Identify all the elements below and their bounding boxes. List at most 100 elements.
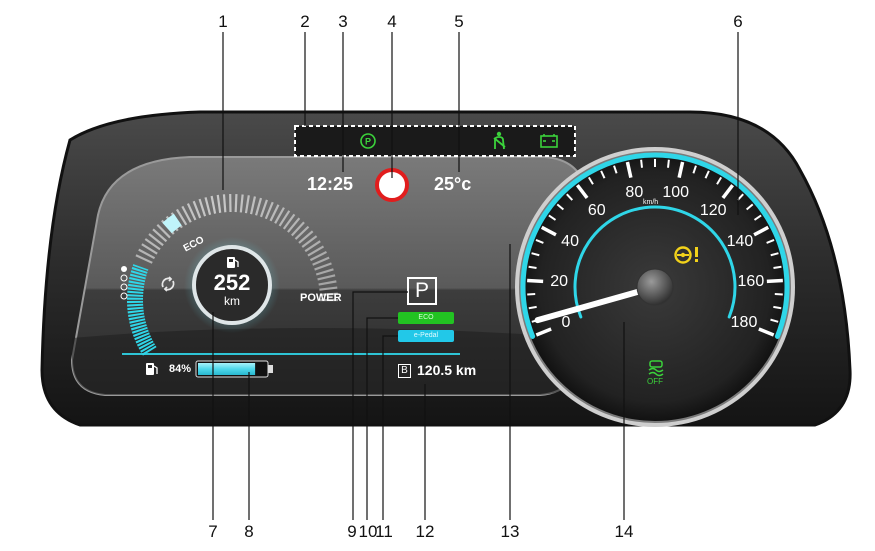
power-arc-segment — [278, 210, 291, 227]
steering-warning-icon — [674, 246, 698, 264]
speed-tick-mark — [766, 278, 783, 284]
gear-indicator: P — [414, 279, 429, 302]
speed-tick-mark — [753, 225, 770, 237]
power-arc-segment — [294, 225, 310, 240]
battery-percent: 84% — [169, 363, 192, 375]
power-arc-segment — [319, 286, 338, 291]
callout-number-9: 9 — [347, 522, 357, 541]
power-arc-segment — [264, 201, 274, 220]
power-arc-segment — [175, 208, 188, 226]
speed-tick-mark — [736, 193, 744, 201]
power-arc-segment — [314, 262, 332, 271]
callout-number-5: 5 — [454, 12, 464, 31]
power-arc-segment — [135, 254, 153, 264]
power-arc-segment — [198, 198, 207, 217]
callout-number-2: 2 — [300, 12, 310, 31]
speed-tick-mark — [540, 225, 557, 237]
callout-number-1: 1 — [218, 12, 228, 31]
power-arc-segment — [249, 196, 257, 215]
speed-label-140: 140 — [726, 233, 754, 251]
regen-arc — [127, 264, 157, 356]
power-arc-segment — [144, 238, 161, 251]
power-arc-segment — [152, 228, 168, 243]
callout-number-10: 10 — [358, 522, 378, 541]
power-arc-segment — [315, 268, 334, 276]
speed-tick-mark — [528, 305, 537, 310]
power-arc-segment — [204, 197, 212, 216]
speed-tick-mark — [588, 176, 594, 185]
needle-hub — [636, 268, 674, 306]
power-arc-segment — [309, 250, 327, 262]
power-label: POWER — [300, 292, 342, 304]
gear-box — [407, 277, 437, 305]
speed-tick-mark — [704, 170, 710, 179]
speed-label-80: 80 — [625, 184, 644, 202]
power-arc-segment — [319, 292, 338, 296]
speed-tick-mark — [721, 184, 735, 200]
speed-label-60: 60 — [587, 201, 606, 219]
speed-tick-mark — [640, 159, 643, 168]
speed-tick-mark — [613, 165, 618, 174]
power-arc-segment — [148, 233, 164, 247]
power-arc-segment — [301, 235, 318, 248]
eco-zone-marker — [162, 213, 182, 234]
speed-tick-mark — [677, 161, 685, 179]
power-arc-segment — [156, 223, 171, 239]
temperature-display: 25°c — [434, 174, 472, 194]
power-arc-segment — [291, 221, 305, 237]
epedal-mode-badge: e-Pedal — [398, 330, 454, 342]
speed-tick-mark — [556, 203, 565, 211]
callout-number-3: 3 — [338, 12, 348, 31]
speed-tick-mark — [773, 305, 782, 310]
speed-tick-mark — [758, 327, 775, 337]
speed-label-40: 40 — [561, 233, 579, 251]
speed-tick-mark — [575, 184, 589, 200]
regen-icon — [161, 276, 175, 292]
battery-bar — [195, 360, 273, 378]
power-arc-segment — [192, 200, 202, 219]
speed-tick-mark — [535, 327, 552, 337]
power-arc-segment — [244, 195, 250, 214]
power-arc-segment — [210, 195, 217, 214]
power-arc-segment — [269, 204, 280, 222]
callout-number-6: 6 — [733, 12, 743, 31]
power-arc-segment — [282, 213, 296, 230]
callout-number-14: 14 — [614, 522, 634, 541]
speed-unit: km/h — [643, 199, 659, 206]
callout-number-12: 12 — [415, 522, 435, 541]
fuel-pump-small-icon — [146, 363, 158, 375]
speed-needle — [534, 284, 658, 324]
speed-tick-mark — [548, 214, 557, 221]
power-arc-segment — [138, 248, 156, 260]
speed-tick-mark — [716, 176, 722, 185]
power-arc-segment — [274, 207, 285, 224]
speed-tick-mark — [770, 252, 779, 257]
power-arc-segment — [298, 230, 314, 244]
power-arc-segment — [287, 217, 301, 233]
power-arc-gauge — [127, 193, 338, 356]
speed-tick-mark — [566, 193, 574, 201]
power-arc-segment — [181, 205, 192, 223]
range-circle — [192, 245, 272, 325]
drive-mode-dots — [120, 266, 128, 300]
speed-tick-mark — [600, 170, 606, 179]
parking-brake-icon: P — [360, 133, 376, 149]
power-arc-segment — [234, 194, 238, 213]
callout-number-11: 11 — [375, 522, 393, 541]
clock-display: 12:25 — [307, 174, 354, 194]
speed-tick-mark — [773, 265, 782, 269]
power-arc-segment — [312, 256, 330, 266]
speed-tick-mark — [531, 252, 540, 257]
power-arc-segment — [216, 194, 222, 213]
speed-label-160: 160 — [737, 273, 765, 291]
seatbelt-icon — [493, 131, 506, 150]
callout-number-13: 13 — [500, 522, 520, 541]
speedometer — [515, 147, 795, 427]
range-unit: km — [224, 294, 240, 308]
range-value: 252 — [213, 270, 251, 295]
speed-tick-mark — [692, 165, 697, 174]
speed-tick-mark — [753, 214, 762, 221]
callout-number-8: 8 — [244, 522, 254, 541]
speed-tick-mark — [625, 161, 633, 179]
